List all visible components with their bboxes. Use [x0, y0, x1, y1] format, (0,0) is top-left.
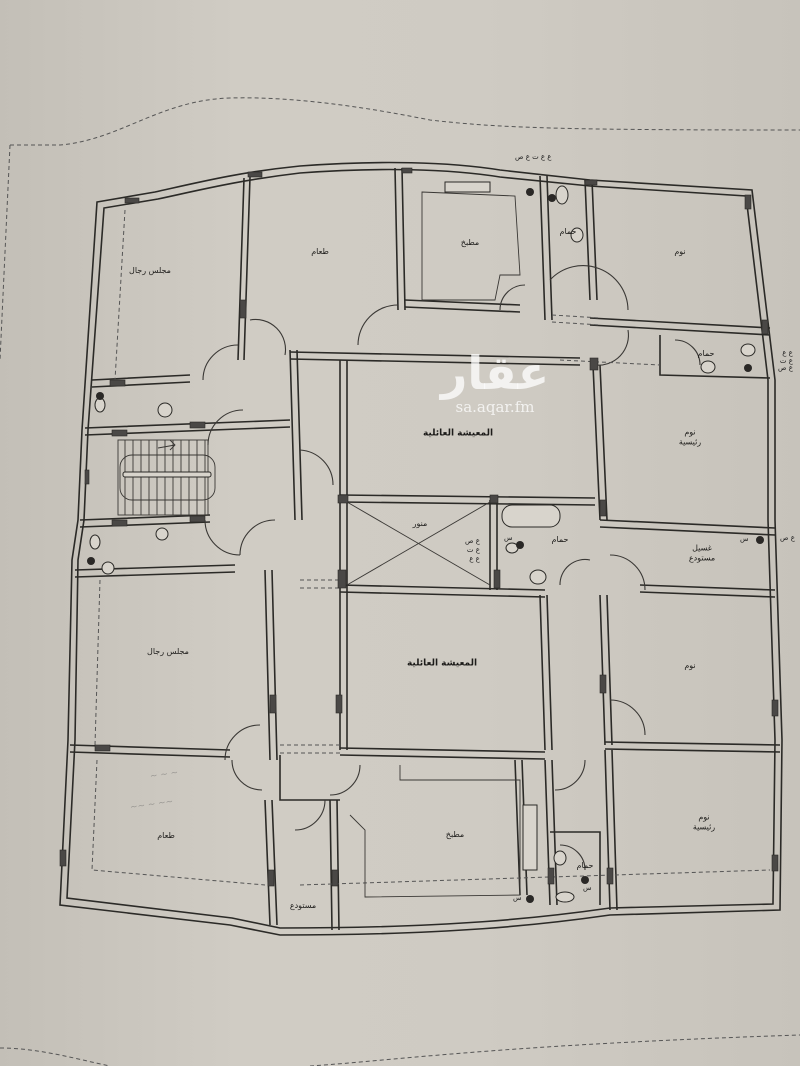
room-label-kitchen-bottom: مطبخ: [445, 830, 465, 840]
wall-corridor-top: [289, 351, 581, 366]
wall-bedroom-bottom: [589, 317, 771, 336]
room-label-bath-bottom: حمام: [576, 861, 594, 871]
wall-bedroom2-bottom: [604, 741, 781, 753]
kitchen-top-counter: [421, 191, 521, 301]
room-label-dining-bottom: طعام: [157, 831, 175, 841]
doors: [202, 265, 701, 871]
right-pipes-1: ع ع: [782, 349, 793, 357]
exterior-wall-inner: [66, 168, 776, 929]
room-label-majlis-bottom: مجلس رجال: [147, 647, 189, 657]
annotation-laundry-pipe: ع ص: [780, 534, 795, 542]
kitchen-top-sink: [444, 181, 491, 193]
right-pipes-3: ع ص: [778, 364, 793, 373]
master-bed-top-line1: نوم: [684, 427, 696, 437]
kitchen-bottom-counter: [349, 765, 521, 898]
wall-bath2: [550, 831, 601, 905]
room-label-kitchen-top: مطبخ: [460, 238, 480, 248]
structural-columns: [59, 167, 779, 887]
exterior-wall-outer: [59, 161, 783, 936]
right-pipes-2: ع ت: [779, 356, 793, 365]
wall-living-bottom: [339, 494, 596, 506]
wall-stair-bottom: [79, 514, 211, 528]
room-label-dining-top: طعام: [311, 247, 329, 257]
laundry-line2: مستودع: [688, 553, 716, 562]
master-bed-bottom-line2: رئيسية: [692, 822, 716, 831]
room-label-bedroom-bottom-right: نوم: [684, 661, 696, 671]
room-label-bath-center: حمام: [551, 535, 569, 545]
wall-bedroom3-left: [604, 749, 618, 911]
wall-living-right: [592, 364, 608, 521]
room-label-storage-bottom: مستودع: [289, 901, 317, 911]
laundry-line1: غسيل: [692, 543, 712, 553]
annotation-drain-center: س: [504, 534, 513, 542]
wall-entry: [279, 755, 340, 801]
wall-storage-right: [329, 799, 340, 931]
plumbing-fixtures: [89, 185, 756, 903]
shaft-pipes-3: ع ع: [469, 554, 480, 563]
annotation-drain-laundry: س: [740, 535, 749, 543]
wall-bath-bedroom: [584, 179, 598, 301]
room-label-bath-right: حمام: [697, 349, 715, 359]
light-shaft: [346, 501, 491, 586]
room-label-laundry: غسيل مستودع: [689, 543, 715, 562]
wall-majlis-dining: [237, 176, 251, 361]
annotation-right-pipes: ع ع ع ت ع ص: [778, 349, 793, 373]
wall-corridor-left: [289, 349, 303, 521]
room-label-shaft: منور: [412, 519, 428, 529]
annotation-drain-bath: س: [583, 884, 592, 892]
room-label-living-top: المعيشة العائلية: [422, 428, 494, 439]
bathtub: [501, 504, 561, 528]
wall-living2-right: [539, 594, 553, 751]
master-bed-top-line2: رئيسية: [678, 437, 702, 446]
plot-boundary-bottom: [0, 1034, 800, 1066]
wall-majlis-bottom: [91, 374, 191, 388]
wall-bedroom2-left: [599, 594, 613, 746]
wall-bath-right: [659, 335, 771, 379]
room-label-master-bed-bottom: نوم رئيسية: [693, 812, 715, 831]
wall-majlis2-top: [74, 564, 236, 578]
shaft-pipes-1: ع ص: [465, 537, 480, 545]
kitchen-bottom-sink: [522, 804, 538, 871]
annotation-top-pipes: ع ع ت ع ص: [515, 153, 552, 161]
staircase: [117, 439, 216, 516]
annotation-shaft-pipes: ع ص ع ت ع ع: [465, 537, 480, 563]
wall-majlis2-bottom: [69, 744, 231, 758]
wall-living2-bottom: [339, 747, 546, 760]
wall-shaft-bottom: [339, 584, 546, 598]
wall-laundry-bottom: [639, 584, 776, 598]
wall-kitchen-bottom: [404, 299, 521, 313]
master-bed-bottom-line1: نوم: [698, 812, 710, 822]
shaft-pipes-2: ع ت: [466, 545, 480, 554]
wall-majlis2-right: [264, 569, 278, 761]
room-label-master-bed-top: نوم رئيسية: [679, 427, 701, 446]
wall-laundry-top: [599, 519, 776, 536]
wall-dining2-right: [264, 799, 278, 926]
wall-dining-kitchen: [394, 167, 406, 311]
wall-kitchen-bath: [539, 175, 553, 321]
plot-boundary-left: [0, 144, 11, 361]
room-label-bath-top: حمام: [559, 227, 577, 237]
room-label-bedroom-top-right: نوم: [674, 247, 686, 257]
beam-lines: [91, 209, 771, 886]
room-label-living-bottom: المعيشة العائلية: [406, 658, 478, 669]
room-label-majlis-top: مجلس رجال: [129, 266, 171, 276]
floor-drains: [87, 188, 764, 903]
annotation-drain-kitchen: س: [513, 894, 522, 902]
wall-living-left: [339, 360, 348, 750]
plot-boundary-top: [10, 97, 800, 146]
